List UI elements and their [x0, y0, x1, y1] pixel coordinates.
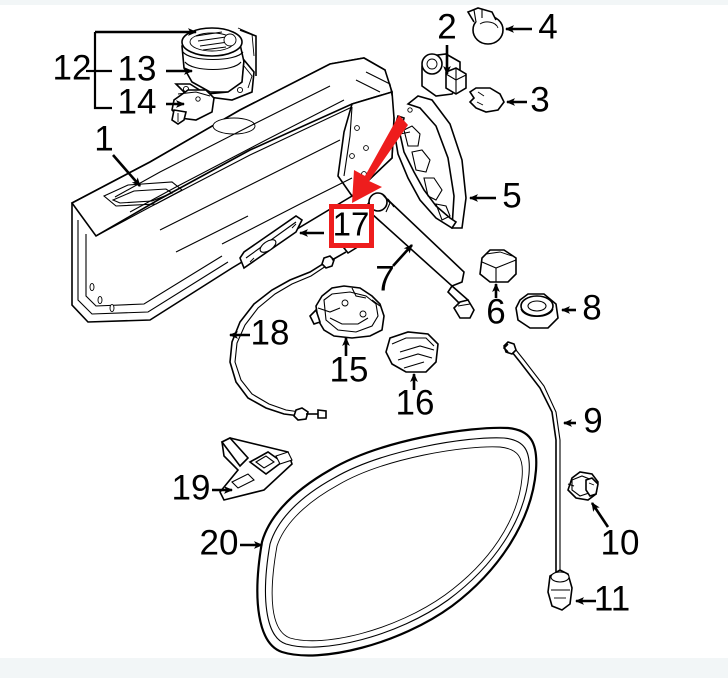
callout-label-20: 20	[200, 523, 239, 562]
highlight-box	[329, 204, 374, 248]
leader-10	[590, 502, 610, 528]
part-key[interactable]	[468, 87, 505, 113]
part-lock-cylinder[interactable]	[421, 53, 467, 97]
part-push-button-clip[interactable]	[466, 7, 504, 45]
part-striker-cover[interactable]	[385, 331, 439, 373]
part-hinge-arm[interactable]	[393, 95, 467, 230]
callout-label-19: 19	[172, 468, 211, 507]
callout-label-4: 4	[538, 7, 557, 46]
callout-label-15: 15	[330, 350, 369, 389]
part-torsion-rod[interactable]	[502, 341, 561, 572]
leader-1	[112, 154, 141, 187]
part-speaker-mount-clip[interactable]	[171, 89, 215, 125]
part-grommet-seal[interactable]	[515, 293, 559, 329]
highlight-annotation	[329, 115, 408, 248]
callout-label-5: 5	[502, 176, 521, 215]
callout-label-11: 11	[594, 579, 630, 618]
callout-label-18: 18	[251, 313, 290, 352]
part-trunk-weatherstrip-seal[interactable]	[256, 426, 538, 657]
callout-label-9: 9	[583, 401, 602, 440]
part-trunk-latch-lock[interactable]	[309, 285, 385, 339]
callout-label-3: 3	[530, 80, 549, 119]
bottom-edge-band	[0, 658, 728, 678]
callout-label-17: 17	[333, 206, 370, 243]
highlight-arrow	[352, 115, 408, 203]
part-rod-bracket[interactable]	[567, 471, 599, 501]
top-edge-band	[0, 0, 728, 5]
callout-label-16: 16	[396, 383, 435, 422]
leader-lines	[86, 25, 610, 605]
part-striker-latch-plate[interactable]	[219, 437, 293, 501]
callout-label-14: 14	[118, 82, 157, 121]
callout-label-2: 2	[437, 7, 456, 46]
part-stop-buffer-cap[interactable]	[479, 249, 517, 283]
leader-7	[392, 244, 413, 267]
callout-label-1: 1	[94, 119, 113, 158]
callout-label-10: 10	[601, 523, 640, 562]
callout-label-12: 12	[53, 48, 92, 87]
part-rod-end-cap[interactable]	[547, 569, 573, 611]
part-release-cable[interactable]	[229, 243, 358, 421]
callout-labels: 1 2 3 4 5 6 7 8 9 10 11 12 13 14 15 16 1…	[53, 7, 640, 618]
callout-label-6: 6	[486, 292, 505, 331]
bracket-12-vertical	[93, 32, 112, 110]
callout-label-13: 13	[118, 49, 157, 88]
callout-label-7: 7	[375, 259, 394, 298]
part-trim-molding-strip[interactable]	[239, 215, 304, 270]
callout-label-8: 8	[582, 288, 601, 327]
part-trunk-lid-panel[interactable]	[70, 57, 395, 323]
